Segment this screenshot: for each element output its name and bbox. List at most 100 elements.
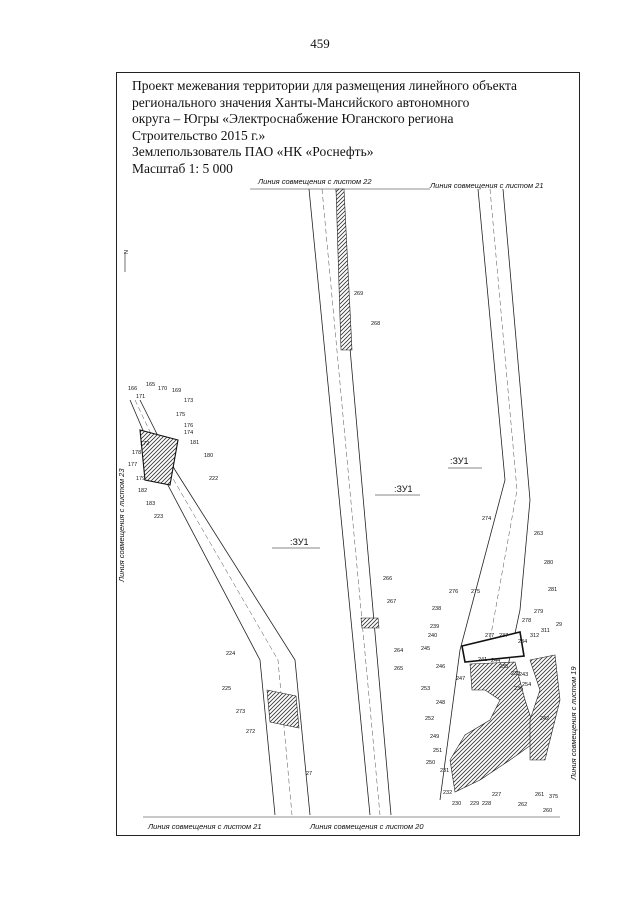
zone-labels: :ЗУ1 :ЗУ1 :ЗУ1: [272, 456, 482, 549]
point-label: 312: [530, 633, 539, 639]
point-label: 254: [522, 682, 531, 688]
point-label: 246: [436, 664, 445, 670]
point-label: 251: [433, 748, 442, 754]
point-label: 241: [478, 657, 487, 663]
caption-bottom-left: Линия совмещения с листом 21: [147, 822, 262, 831]
point-label: 169: [172, 388, 181, 394]
point-label: 261: [535, 792, 544, 798]
point-label: 266: [383, 576, 392, 582]
scale-text: Масштаб 1: 5 000: [132, 160, 233, 176]
hatched-plot-left-lower: [266, 689, 300, 729]
point-label: 260: [543, 808, 552, 814]
point-label: 229: [470, 801, 479, 807]
point-label: 223: [154, 514, 163, 520]
point-label: 29: [556, 622, 562, 628]
svg-text:N: N: [124, 250, 130, 254]
point-label: 179: [136, 476, 145, 482]
point-label: 181: [190, 440, 199, 446]
point-label: 252: [425, 716, 434, 722]
point-label: 248: [436, 700, 445, 706]
point-label: 227: [492, 792, 501, 798]
point-label: 173: [184, 398, 193, 404]
point-label: 247: [456, 676, 465, 682]
caption-bottom-mid: Линия совмещения с листом 20: [309, 822, 424, 831]
corridor-middle: [308, 188, 392, 816]
hatched-plot-left-upper: [139, 429, 179, 486]
point-label: 175: [176, 412, 185, 418]
point-label: 243: [519, 672, 528, 678]
svg-text::ЗУ1: :ЗУ1: [290, 537, 309, 547]
caption-top-right: Линия совмещения с листом 21: [429, 181, 544, 190]
point-label: 236: [514, 686, 523, 692]
header-line-1: Проект межевания территории для размещен…: [132, 78, 518, 93]
point-label: 166: [128, 386, 137, 392]
plot-boundary-right: [461, 631, 525, 663]
point-label: 177: [128, 462, 137, 468]
point-label: 273: [236, 709, 245, 715]
point-label: 183: [146, 501, 155, 507]
header-line-2: регионального значения Ханты-Мансийского…: [132, 94, 470, 110]
header-line-3: округа – Югры «Электроснабжение Юганског…: [132, 111, 454, 126]
point-label: 239: [430, 624, 439, 630]
page-number: 459: [310, 36, 330, 51]
point-label: 280: [544, 560, 553, 566]
point-label: 263: [534, 531, 543, 537]
point-label: 238: [432, 606, 441, 612]
point-label: 264: [394, 648, 403, 654]
point-label: 170: [158, 386, 167, 392]
point-label: 178: [132, 450, 141, 456]
point-label: 267: [387, 599, 396, 605]
point-label: 245: [421, 646, 430, 652]
point-label: 231: [440, 768, 449, 774]
map-frame: [116, 72, 580, 836]
point-label: 171: [136, 394, 145, 400]
point-label: 375: [549, 794, 558, 800]
point-label: 250: [426, 760, 435, 766]
point-label: 262: [518, 802, 527, 808]
point-label: 224: [226, 651, 235, 657]
point-label: 272: [246, 729, 255, 735]
header-line-4: Строительство 2015 г.»: [132, 127, 266, 143]
point-label: 232: [443, 790, 452, 796]
svg-text::ЗУ1: :ЗУ1: [394, 484, 413, 494]
point-label: 235: [499, 664, 508, 670]
point-label: 311: [541, 628, 550, 634]
point-label: 174: [184, 430, 193, 436]
caption-right: Линия совмещения с листом 19: [569, 666, 578, 781]
point-label: 274: [482, 516, 491, 522]
caption-top-left: Линия совмещения с листом 22: [257, 177, 372, 186]
point-label: 230: [452, 801, 461, 807]
point-label: 240: [428, 633, 437, 639]
point-label: 268: [371, 321, 380, 327]
point-label: 228: [482, 801, 491, 807]
point-label: 276: [449, 589, 458, 595]
point-label: 277: [485, 633, 494, 639]
svg-text::ЗУ1: :ЗУ1: [450, 456, 469, 466]
point-label: 237: [499, 633, 508, 639]
point-label: 269: [354, 291, 363, 297]
point-label: 172: [140, 441, 149, 447]
point-label: 275: [471, 589, 480, 595]
point-label: 182: [138, 488, 147, 494]
point-label: 233: [511, 671, 520, 677]
point-label: 279: [534, 609, 543, 615]
point-label: 165: [146, 382, 155, 388]
caption-left: Линия совмещения с листом 23: [117, 468, 126, 583]
point-label: 253: [421, 686, 430, 692]
point-label: 176: [184, 423, 193, 429]
land-user: Землепользователь ПАО «НК «Роснефть»: [132, 144, 374, 159]
hatched-plot-right-edge: [529, 654, 561, 761]
hatched-plot-middle-top: [335, 188, 353, 351]
point-label: 234: [518, 639, 527, 645]
point-label: 265: [394, 666, 403, 672]
hatched-plot-right-lower: [449, 661, 539, 793]
sheet-header: Проект межевания территории для размещен…: [132, 78, 532, 177]
point-label: 222: [209, 476, 218, 482]
north-arrow-icon: N: [124, 250, 130, 272]
point-label: 225: [222, 686, 231, 692]
point-label: 278: [522, 618, 531, 624]
point-label: 27: [306, 771, 312, 777]
point-label: 281: [548, 587, 557, 593]
